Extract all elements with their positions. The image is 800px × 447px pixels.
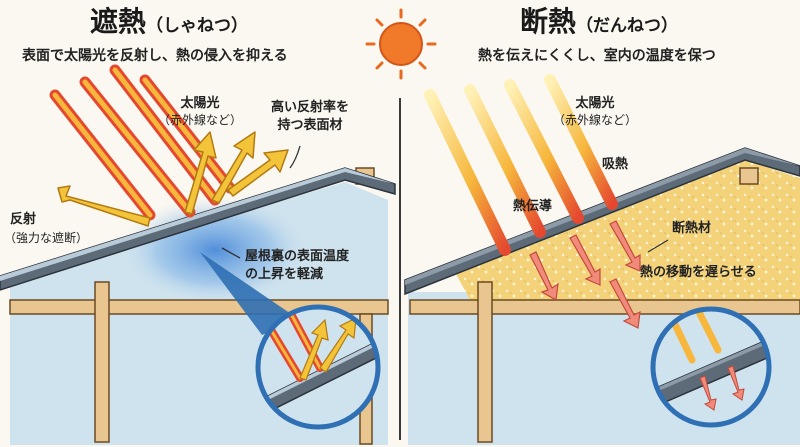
- right-sunlight-sub: （赤外線など）: [552, 113, 637, 127]
- right-conduct-label: 熱伝導: [513, 199, 553, 214]
- temp-leader-line: [221, 247, 241, 259]
- left-reflect-label: 反射: [10, 212, 37, 227]
- right-title: 断熱（だんねつ）: [520, 5, 679, 38]
- insulation-leader-line: [647, 239, 669, 253]
- left-incoming-rays: [49, 64, 236, 221]
- left-sunlight-sub: （赤外線など）: [157, 113, 242, 127]
- right-absorb-label: 吸熱: [602, 157, 629, 172]
- left-title-kana: （しゃねつ）: [146, 16, 249, 36]
- right-title-kana: （だんねつ）: [576, 16, 679, 36]
- left-reflect-sub: （強力な遮断）: [4, 231, 89, 245]
- left-temp-label-1: 屋根裏の表面温度: [245, 249, 350, 264]
- left-sunlight-label: 太陽光: [180, 96, 220, 111]
- left-zoom-circle: [200, 252, 381, 430]
- left-surface-label-2: 持つ表面材: [277, 118, 343, 133]
- right-slow-label: 熱の移動を遅らせる: [640, 265, 757, 280]
- left-subtitle: 表面で太陽光を反射し、熱の侵入を抑える: [22, 48, 288, 64]
- left-reflected-rays: [57, 131, 289, 227]
- right-subtitle: 熱を伝えにくくし、室内の温度を保つ: [478, 48, 716, 64]
- surface-leader-line: [289, 145, 301, 169]
- left-temp-label-2: の上昇を軽減: [245, 267, 324, 282]
- left-title: 遮熱（しゃねつ）: [90, 5, 249, 38]
- right-insulation-label: 断熱材: [672, 221, 712, 236]
- left-surface-label-1: 高い反射率を: [270, 100, 349, 115]
- sun-icon: [365, 8, 437, 80]
- right-conduction-arrows: [529, 220, 641, 329]
- right-sunlight-label: 太陽光: [575, 96, 615, 111]
- right-incoming-rays: [424, 74, 618, 256]
- right-zoom-circle: [650, 306, 772, 428]
